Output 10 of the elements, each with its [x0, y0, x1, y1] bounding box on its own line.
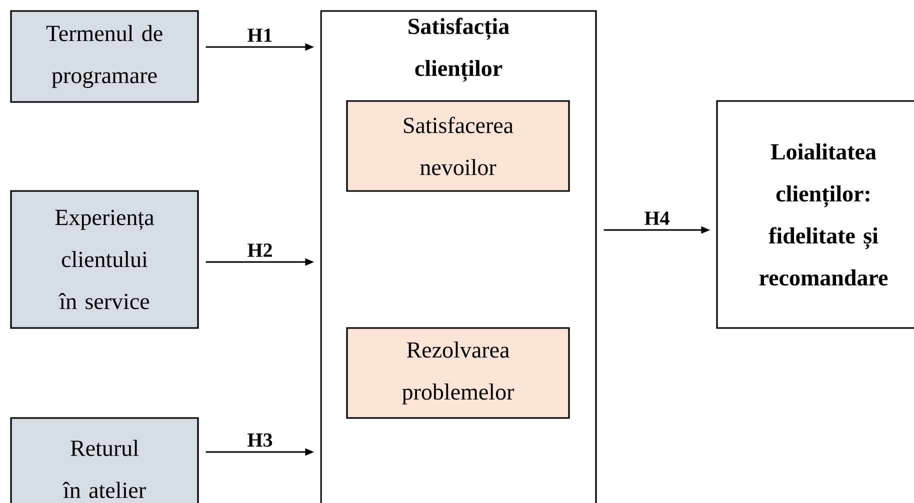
edge-label: H2 [248, 244, 272, 257]
dimension-box: Satisfacerea nevoilor [346, 100, 570, 192]
outcome-box: Loialitatea clienților: fidelitate și recomandare [716, 100, 914, 329]
edge-label: H4 [644, 212, 670, 225]
factor-box: Termenul de programare [10, 10, 199, 103]
factor-box: Experiența clientului în service [10, 190, 199, 329]
factor-box: Returul în atelier [10, 417, 199, 503]
edge-label: H3 [248, 433, 272, 447]
edge-label: H1 [248, 28, 272, 42]
dimension-box: Rezolvarea problemelor [346, 327, 570, 419]
